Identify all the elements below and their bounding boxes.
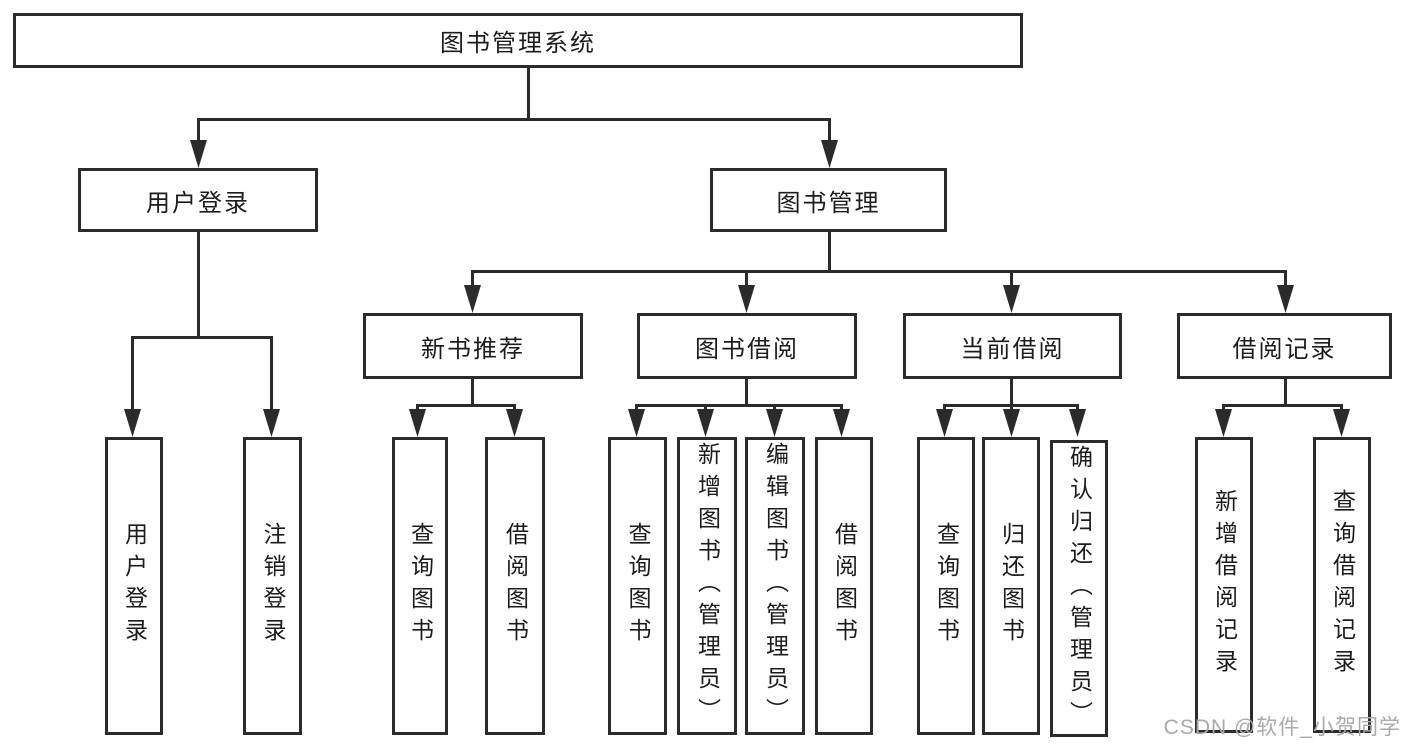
- arrowhead-records-query: [1333, 409, 1350, 437]
- connector-stub-current-borrow: [1010, 270, 1013, 288]
- node-book-management-label: 图书管理: [776, 189, 881, 217]
- leaf-current-return-books-label: 归还图书: [998, 522, 1025, 650]
- connector-stub-login-logout: [270, 336, 273, 414]
- node-book-borrowing: 图书借阅: [637, 313, 857, 379]
- node-new-book-recommend: 新书推荐: [363, 313, 583, 379]
- arrowhead-records-add: [1215, 409, 1232, 437]
- leaf-borrow-query-books: 查询图书: [608, 437, 667, 735]
- node-borrow-records-label: 借阅记录: [1232, 335, 1337, 363]
- arrowhead-borrow-records: [1277, 285, 1294, 313]
- leaf-user-login: 用户登录: [105, 437, 163, 735]
- leaf-records-add-record-label: 新增借阅记录: [1211, 489, 1238, 681]
- connector-stub-book-borrow: [745, 270, 748, 288]
- leaf-current-confirm-return-admin: 确认归还（管理员）: [1050, 440, 1108, 737]
- connector-newbook-trunk: [471, 377, 474, 407]
- connector-login-trunk: [197, 230, 200, 339]
- node-user-login-label: 用户登录: [146, 189, 250, 217]
- arrowhead-newbook-query: [409, 409, 426, 437]
- connector-borrow-crossbar: [635, 404, 843, 407]
- arrowhead-current-query: [936, 409, 953, 437]
- arrowhead-borrow-add: [697, 409, 714, 437]
- leaf-borrow-add-books-admin: 新增图书（管理员）: [677, 437, 737, 735]
- connector-current-trunk: [1010, 377, 1013, 407]
- leaf-borrow-do-borrow-label: 借阅图书: [831, 522, 858, 650]
- connector-mgmt-trunk: [828, 230, 831, 273]
- node-current-borrowing: 当前借阅: [903, 313, 1122, 379]
- leaf-current-query-books-label: 查询图书: [933, 522, 960, 650]
- leaf-newbook-query-books: 查询图书: [392, 437, 448, 735]
- connector-root-trunk: [527, 66, 530, 121]
- arrowhead-login-user: [124, 409, 141, 437]
- node-book-borrowing-label: 图书借阅: [695, 335, 799, 363]
- leaf-newbook-borrow-books: 借阅图书: [485, 437, 545, 735]
- arrowhead-login-logout: [263, 409, 280, 437]
- leaf-user-login-label: 用户登录: [121, 522, 148, 650]
- csdn-watermark: CSDN @软件_小贺同学: [1163, 716, 1401, 739]
- leaf-newbook-borrow-books-label: 借阅图书: [502, 522, 529, 650]
- node-new-book-recommend-label: 新书推荐: [421, 335, 525, 363]
- leaf-records-query-record: 查询借阅记录: [1313, 437, 1371, 733]
- connector-stub-borrow-records: [1284, 270, 1287, 288]
- connector-records-trunk: [1284, 377, 1287, 407]
- leaf-current-return-books: 归还图书: [982, 437, 1040, 735]
- node-library-system-label: 图书管理系统: [440, 30, 596, 57]
- arrowhead-user-login: [190, 140, 207, 168]
- leaf-current-confirm-return-admin-label: 确认归还（管理员）: [1066, 444, 1093, 733]
- connector-records-crossbar: [1222, 404, 1343, 407]
- connector-borrow-trunk: [745, 377, 748, 407]
- leaf-borrow-add-books-admin-label: 新增图书（管理员）: [694, 442, 721, 730]
- arrowhead-borrow-do: [833, 409, 850, 437]
- arrowhead-current-borrow: [1003, 285, 1020, 313]
- node-user-login: 用户登录: [78, 168, 318, 232]
- leaf-current-query-books: 查询图书: [917, 437, 975, 735]
- arrowhead-current-return: [1003, 409, 1020, 437]
- leaf-borrow-do-borrow: 借阅图书: [815, 437, 873, 735]
- leaf-newbook-query-books-label: 查询图书: [407, 522, 434, 650]
- node-current-borrowing-label: 当前借阅: [960, 335, 1065, 363]
- connector-stub-user-login: [197, 118, 200, 144]
- arrowhead-new-book: [464, 285, 481, 313]
- leaf-records-add-record: 新增借阅记录: [1195, 437, 1253, 733]
- arrowhead-borrow-edit: [766, 409, 783, 437]
- arrowhead-book-mgmt: [821, 140, 838, 168]
- connector-stub-login-user: [131, 336, 134, 414]
- node-library-system: 图书管理系统: [13, 13, 1023, 68]
- leaf-logout: 注销登录: [243, 437, 302, 735]
- leaf-borrow-query-books-label: 查询图书: [625, 522, 651, 650]
- arrowhead-current-confirm: [1069, 409, 1086, 437]
- node-book-management: 图书管理: [710, 168, 947, 232]
- leaf-borrow-edit-books-admin-label: 编辑图书（管理员）: [762, 442, 789, 730]
- leaf-records-query-record-label: 查询借阅记录: [1329, 489, 1356, 681]
- connector-root-crossbar: [197, 118, 831, 121]
- leaf-borrow-edit-books-admin: 编辑图书（管理员）: [745, 437, 805, 735]
- arrowhead-borrow-query: [628, 409, 645, 437]
- node-borrow-records: 借阅记录: [1177, 313, 1392, 379]
- arrowhead-newbook-borrow: [506, 409, 523, 437]
- connector-stub-book-mgmt: [828, 118, 831, 144]
- connector-login-crossbar: [131, 336, 273, 339]
- leaf-logout-label: 注销登录: [260, 522, 286, 650]
- connector-mgmt-crossbar: [471, 270, 1287, 273]
- arrowhead-book-borrow: [738, 285, 755, 313]
- connector-stub-new-book: [471, 270, 474, 288]
- connector-newbook-crossbar: [416, 404, 516, 407]
